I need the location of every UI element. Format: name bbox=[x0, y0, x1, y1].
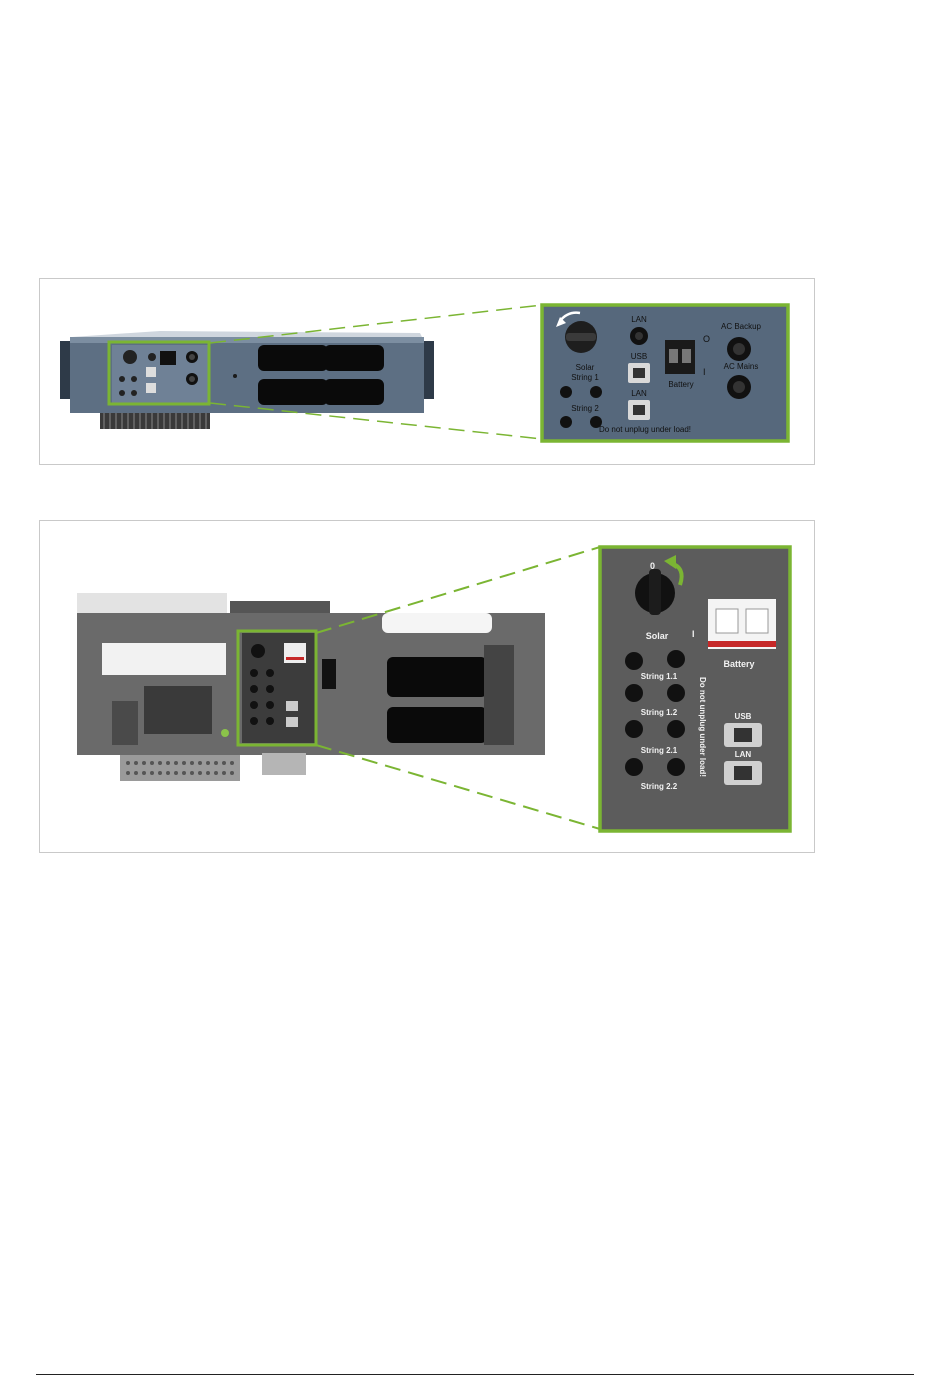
label-string2: String 2 bbox=[571, 404, 599, 413]
zoom-line-bottom bbox=[316, 745, 600, 829]
cutout-right-2 bbox=[387, 707, 487, 743]
footer-rule bbox=[36, 1374, 914, 1375]
cutout-right-1 bbox=[387, 657, 487, 697]
string2-connector-a bbox=[560, 416, 572, 428]
cover-plate bbox=[144, 686, 212, 734]
top-lid bbox=[77, 593, 227, 613]
vent-grille bbox=[120, 755, 240, 781]
label-string12: String 1.2 bbox=[641, 708, 678, 717]
label-lan: LAN bbox=[735, 750, 752, 759]
window-left bbox=[102, 643, 226, 675]
label-ac-mains: AC Mains bbox=[724, 362, 759, 371]
label-warning: Do not unplug under load! bbox=[599, 425, 691, 434]
label-string22: String 2.2 bbox=[641, 782, 678, 791]
status-led bbox=[221, 729, 229, 737]
top-inverter-illustration: LAN USB LAN Solar String 1 String 2 Batt… bbox=[40, 279, 816, 466]
bottom-inverter-illustration: Solar Battery 0 I String 1.1 String 1.2 … bbox=[40, 521, 816, 854]
string1-connector-b bbox=[590, 386, 602, 398]
label-string11: String 1.1 bbox=[641, 672, 678, 681]
bottom-gland-box bbox=[262, 753, 306, 775]
label-ac-backup: AC Backup bbox=[721, 322, 762, 331]
label-solar: Solar bbox=[646, 631, 669, 641]
label-battery: Battery bbox=[668, 380, 693, 389]
label-battery: Battery bbox=[723, 659, 754, 669]
label-usb: USB bbox=[631, 352, 647, 361]
cutout-2 bbox=[324, 345, 384, 371]
left-block bbox=[112, 701, 138, 745]
string1-connector-a bbox=[560, 386, 572, 398]
label-usb: USB bbox=[735, 712, 752, 721]
label-switch-o: 0 bbox=[650, 561, 655, 571]
mounting-rail bbox=[484, 645, 514, 745]
label-lan-top: LAN bbox=[631, 315, 647, 324]
figure-bottom-inverter: Solar Battery 0 I String 1.1 String 1.2 … bbox=[39, 520, 815, 853]
cutout-4 bbox=[324, 379, 384, 405]
label-string1: String 1 bbox=[571, 373, 599, 382]
label-switch-i: I bbox=[703, 367, 706, 377]
label-switch-o: O bbox=[703, 334, 710, 344]
label-warning: Do not unplug under load! bbox=[698, 677, 707, 777]
figure-top-inverter: LAN USB LAN Solar String 1 String 2 Batt… bbox=[39, 278, 815, 465]
label-lan-bottom: LAN bbox=[631, 389, 647, 398]
label-solar: Solar bbox=[576, 363, 595, 372]
label-switch-i: I bbox=[692, 629, 695, 639]
cutout-1 bbox=[258, 345, 328, 371]
label-string21: String 2.1 bbox=[641, 746, 678, 755]
window-right-top bbox=[382, 613, 492, 633]
cutout-3 bbox=[258, 379, 328, 405]
